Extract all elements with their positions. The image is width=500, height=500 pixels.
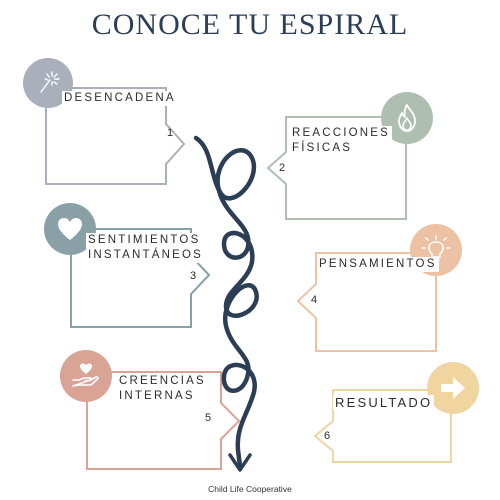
heart-icon xyxy=(58,218,82,240)
sparkler-icon xyxy=(40,71,60,93)
card-3-number: 3 xyxy=(190,270,197,282)
card-1-number: 1 xyxy=(167,127,174,139)
card-5-number: 5 xyxy=(205,412,212,424)
hand-heart-icon xyxy=(72,363,99,387)
card-4-number: 4 xyxy=(311,294,318,306)
card-2-number: 2 xyxy=(279,162,286,174)
card-2-label: REACCIONES FÍSICAS xyxy=(290,126,393,156)
spiral-line xyxy=(193,135,259,469)
footer-credit: Child Life Cooperative xyxy=(208,484,292,494)
fire-icon xyxy=(398,104,416,132)
card-5-label: CREENCIAS INTERNAS xyxy=(117,374,208,404)
card-5-frame xyxy=(86,371,241,470)
card-6-number: 6 xyxy=(324,430,331,442)
spiral-arrowhead xyxy=(228,453,252,472)
card-5-badge xyxy=(60,350,112,402)
card-3-badge xyxy=(44,203,96,255)
card-1-label: DESENCADENA xyxy=(62,91,178,106)
arrow-right-icon xyxy=(441,377,465,399)
card-4-label: PENSAMIENTOS xyxy=(317,257,439,272)
card-3-label: SENTIMIENTOS INSTANTÁNEOS xyxy=(86,233,206,263)
page-title: CONOCE TU ESPIRAL xyxy=(91,8,409,41)
card-6-label: RESULTADO xyxy=(333,395,435,410)
card-6-badge xyxy=(427,362,479,414)
